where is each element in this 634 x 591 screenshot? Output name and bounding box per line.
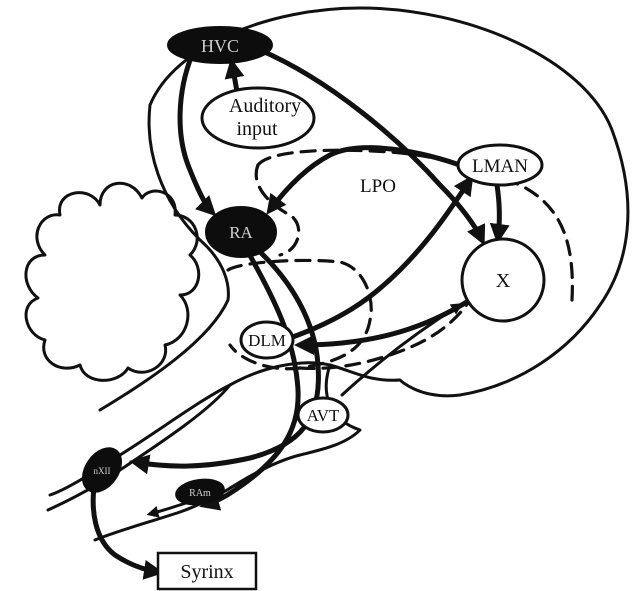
nxii-label: nXII: [94, 466, 111, 476]
ra-label: RA: [229, 223, 253, 242]
ra-to-ram-pathway: [205, 252, 298, 505]
lman-node: LMAN: [458, 145, 542, 185]
auditory-label-line2: input: [236, 118, 278, 140]
avt-node: AVT: [298, 398, 348, 432]
syrinx-label: Syrinx: [180, 561, 233, 583]
lman-to-x-pathway: [497, 185, 499, 238]
lman-label: LMAN: [472, 156, 528, 177]
avt-label: AVT: [307, 406, 340, 425]
forebrain-inner-outline: [100, 105, 228, 410]
nxii-to-syrinx-pathway: [93, 480, 158, 572]
dlm-label: DLM: [248, 331, 286, 350]
dlm-node: DLM: [241, 322, 293, 358]
x-label: X: [496, 270, 511, 292]
hvc-to-ra-pathway: [180, 55, 212, 212]
lpo-label: LPO: [360, 176, 396, 197]
x-node: X: [462, 239, 544, 321]
cerebellum-outline: [26, 183, 199, 380]
syrinx-node: Syrinx: [158, 553, 256, 589]
ram-label: RAm: [189, 488, 211, 499]
brainstem-outline: [95, 365, 360, 540]
auditory-label-line1: Auditory: [229, 95, 301, 117]
hvc-label: HVC: [201, 36, 239, 56]
hvc-node: HVC: [168, 27, 272, 63]
ra-node: RA: [206, 207, 276, 257]
auditory-input-node: Auditory input: [202, 88, 314, 148]
